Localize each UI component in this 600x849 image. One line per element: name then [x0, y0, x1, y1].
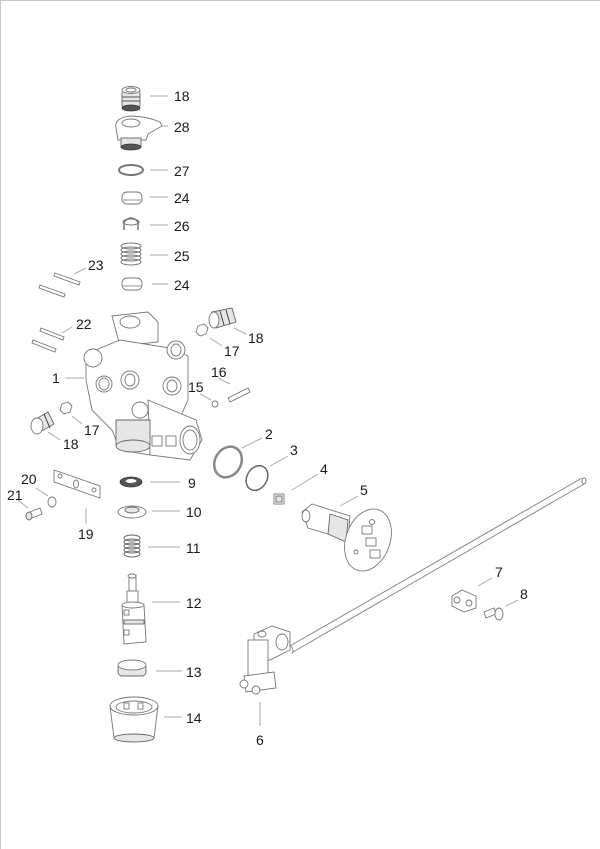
callout-3: 3 — [290, 442, 298, 458]
part-24-disc-top — [121, 191, 143, 205]
callout-7: 7 — [495, 564, 503, 580]
part-22-pins — [31, 327, 65, 353]
part-3-oring — [245, 464, 269, 492]
leader-5 — [339, 495, 359, 507]
callout-1: 1 — [52, 370, 60, 386]
part-10-washer — [117, 505, 147, 519]
callout-6: 6 — [256, 732, 264, 748]
part-28-nut — [115, 115, 163, 151]
callout-19: 19 — [78, 526, 94, 542]
callout-18: 18 — [63, 436, 79, 452]
callout-20: 20 — [21, 471, 37, 487]
part-9-seal — [119, 476, 143, 488]
callout-17: 17 — [224, 343, 240, 359]
part-18-top-plug — [121, 86, 141, 112]
callout-15: 15 — [188, 379, 204, 395]
callout-9: 9 — [188, 475, 196, 491]
part-21-screw — [25, 507, 43, 521]
leader-2 — [241, 437, 263, 449]
callout-16: 16 — [211, 364, 227, 380]
part-6-lever-rod — [239, 477, 587, 695]
part-18-right-plug — [208, 307, 237, 329]
part-14-cap — [109, 696, 159, 743]
callout-25: 25 — [174, 248, 190, 264]
callout-23: 23 — [88, 257, 104, 273]
part-8-screw — [483, 607, 504, 621]
callout-18: 18 — [174, 88, 190, 104]
leader-7 — [477, 577, 493, 587]
leader-22 — [61, 326, 73, 334]
leader-21 — [17, 499, 29, 509]
part-12-stem — [121, 573, 147, 645]
part-27-oring — [118, 164, 144, 176]
part-7-block — [451, 589, 477, 613]
part-16-pin — [227, 387, 251, 403]
callout-17: 17 — [84, 422, 100, 438]
part-23-pins — [38, 272, 81, 298]
callout-5: 5 — [360, 482, 368, 498]
part-24-disc-bottom — [121, 277, 143, 291]
part-18-left-plug — [30, 411, 55, 435]
part-19-plate — [53, 469, 101, 499]
part-26-clip — [122, 217, 140, 230]
leader-3 — [269, 455, 289, 467]
part-11-spring — [123, 534, 141, 558]
leader-18b — [233, 327, 247, 335]
part-1-valve-body — [83, 311, 203, 461]
callout-8: 8 — [520, 586, 528, 602]
callout-14: 14 — [186, 710, 202, 726]
part-20-washer — [47, 496, 57, 508]
callout-27: 27 — [174, 163, 190, 179]
part-2-seal-ring — [212, 445, 244, 479]
callout-18: 18 — [248, 330, 264, 346]
callout-21: 21 — [7, 487, 23, 503]
leader-4 — [291, 473, 319, 491]
part-15-ball — [211, 400, 219, 408]
part-25-spring — [120, 242, 142, 266]
callout-11: 11 — [186, 540, 201, 556]
callout-10: 10 — [186, 504, 202, 520]
leader-15 — [199, 393, 212, 401]
part-13-disc — [117, 659, 147, 677]
part-4-square-nut — [273, 493, 285, 505]
callout-28: 28 — [174, 119, 190, 135]
callout-2: 2 — [265, 426, 273, 442]
leader-20 — [35, 487, 49, 497]
callout-4: 4 — [320, 461, 328, 477]
leader-18c — [47, 431, 61, 441]
leader-17b — [71, 415, 83, 425]
callout-13: 13 — [186, 664, 202, 680]
leader-23 — [73, 267, 87, 275]
leader-16 — [217, 377, 231, 385]
leader-17a — [209, 337, 223, 347]
callout-24: 24 — [174, 277, 190, 293]
callout-24: 24 — [174, 190, 190, 206]
part-17-right-nut — [195, 323, 209, 337]
part-17-left-nut — [59, 401, 73, 415]
leader-8 — [505, 599, 519, 607]
callout-26: 26 — [174, 218, 190, 234]
part-5-cartridge — [301, 503, 392, 572]
callout-12: 12 — [186, 595, 202, 611]
callout-22: 22 — [76, 316, 92, 332]
